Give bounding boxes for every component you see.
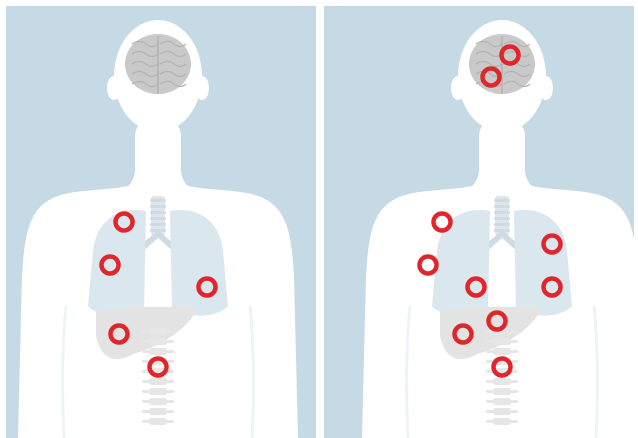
body-panel-right [324, 6, 634, 438]
trachea-ring [150, 223, 166, 226]
trachea-ring [150, 211, 166, 214]
trachea-ring [150, 199, 166, 202]
trachea-ring [494, 199, 510, 202]
trachea-ring [150, 205, 166, 208]
trachea-ring [494, 205, 510, 208]
body-figure-right [324, 6, 634, 438]
trachea-ring [150, 217, 166, 220]
ear-left [107, 76, 121, 100]
trachea-ring [494, 223, 510, 226]
ear-left [451, 76, 465, 100]
brain [469, 34, 535, 94]
trachea-ring [494, 211, 510, 214]
ear-right [195, 76, 209, 100]
body-figure-left [6, 6, 316, 438]
brain [125, 34, 191, 94]
ear-right [539, 76, 553, 100]
body-panel-left [6, 6, 316, 438]
trachea-ring [494, 217, 510, 220]
